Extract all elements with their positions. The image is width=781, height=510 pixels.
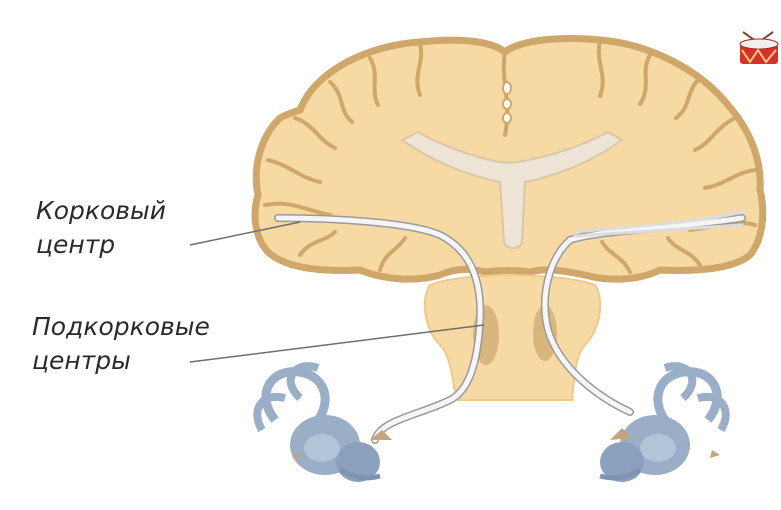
cortical-center-label-line2: центр bbox=[36, 230, 115, 260]
cortical-center-label-line1: Корковый bbox=[36, 196, 166, 226]
brainstem bbox=[425, 275, 600, 400]
subcortical-centers-label-line1: Подкорковые bbox=[32, 312, 210, 342]
midline-fissure bbox=[503, 82, 511, 123]
brain-section bbox=[255, 39, 763, 280]
subcortical-centers-label-line2: центры bbox=[32, 346, 131, 376]
left-inner-ear-icon bbox=[257, 366, 392, 482]
right-inner-ear-icon bbox=[600, 366, 726, 482]
brainstem-body bbox=[425, 275, 600, 400]
drum-icon bbox=[740, 32, 778, 64]
